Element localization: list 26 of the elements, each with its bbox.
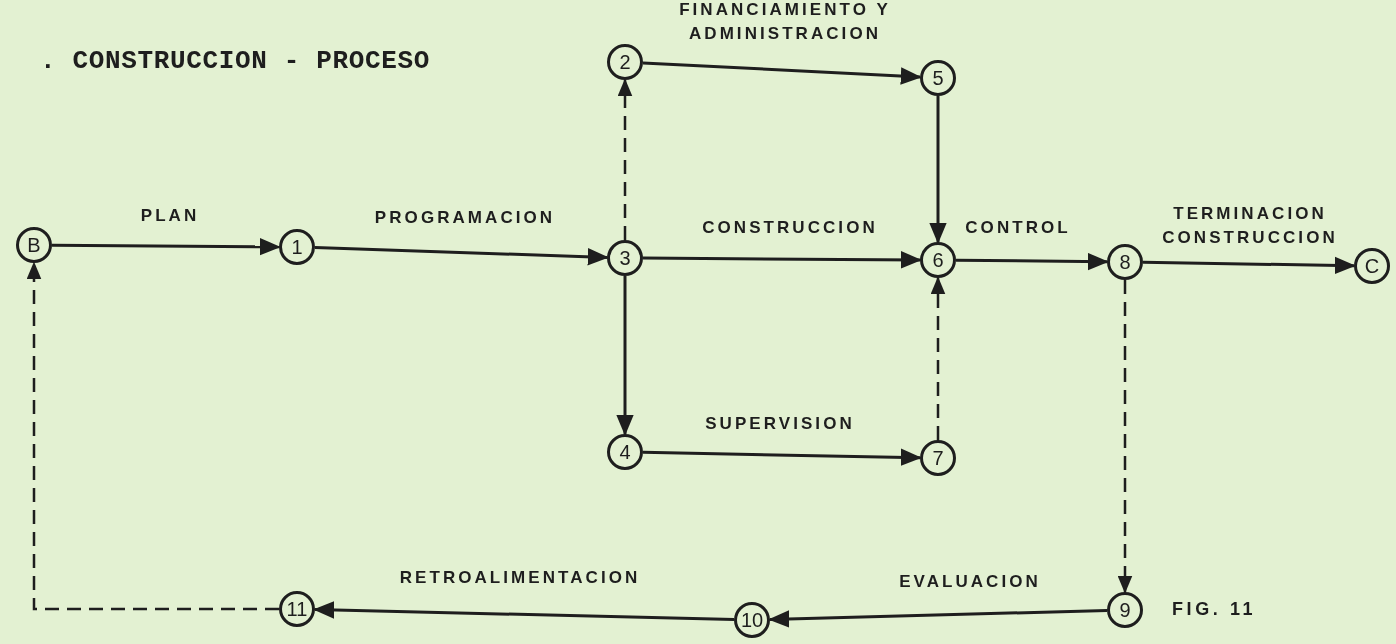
figure-caption: FIG. 11 [1172,598,1257,621]
dashed-arrow [930,276,946,440]
edge-label: CONSTRUCCION [701,217,879,239]
arrow [313,601,735,622]
edge-label: CONTROL [964,217,1072,239]
arrow [314,246,609,266]
edge-label: TERMINACION CONSTRUCCION [1161,203,1339,249]
arrow [52,237,281,256]
arrow [642,448,922,467]
arrow [956,252,1109,271]
edge-label: FINANCIAMIENTO Y ADMINISTRACION [678,0,892,45]
dashed-arrow [617,78,633,240]
arrow [929,96,947,244]
edge-label: PLAN [139,205,201,227]
arrow [643,251,922,269]
diagram-title: . CONSTRUCCION - PROCESO [40,45,431,78]
arrow [1142,256,1356,275]
dashed-arrow [26,261,279,611]
arrow [768,609,1108,628]
edge-label: SUPERVISION [704,413,856,435]
arrow [642,61,922,85]
edge-label: PROGRAMACION [373,207,557,229]
arrow [616,276,634,436]
dashed-arrow [1117,280,1133,594]
edge-label: RETROALIMENTACION [398,567,642,589]
edge-label: EVALUACION [898,571,1042,593]
